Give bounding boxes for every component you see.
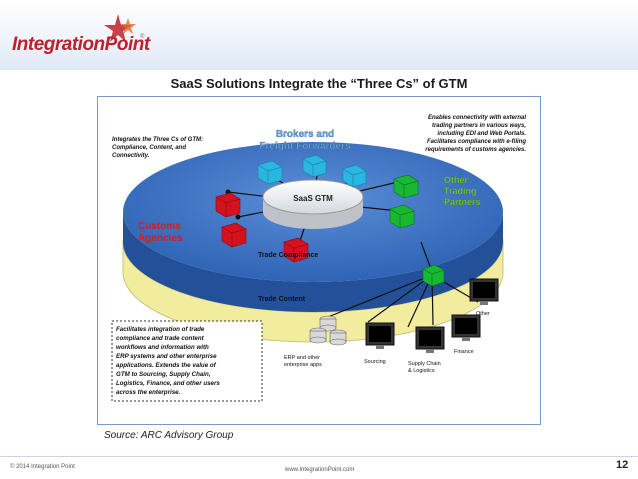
logo-mark-icon xyxy=(104,14,136,42)
svg-text:including EDI and Web Portals.: including EDI and Web Portals. xyxy=(437,131,526,137)
svg-text:across the enterprise.: across the enterprise. xyxy=(116,389,181,396)
top-right-note: Enables connectivity with external tradi… xyxy=(425,115,526,153)
svg-text:Facilitates compliance with e-: Facilitates compliance with e-filing xyxy=(427,139,526,145)
svg-text:Other: Other xyxy=(444,175,469,185)
svg-text:& Logistics: & Logistics xyxy=(408,368,435,374)
bottom-note: Facilitates integration of trade complia… xyxy=(111,320,263,402)
finance-monitor-icon xyxy=(451,314,481,341)
footer-divider xyxy=(0,456,638,457)
customs-cubes xyxy=(215,192,309,263)
svg-text:applications. Extends the val: applications. Extends the value of xyxy=(116,362,217,369)
svg-text:trading partners in various wa: trading partners in various ways, xyxy=(432,123,526,129)
source-caption: Source: ARC Advisory Group xyxy=(104,430,234,441)
svg-text:workflows and information with: workflows and information with xyxy=(116,344,209,351)
top-left-note: Integrates the Three Cs of GTM: Complian… xyxy=(112,137,203,159)
logo-text: IntegrationPoint xyxy=(12,34,150,55)
svg-text:requirements of customs agenci: requirements of customs agencies. xyxy=(425,147,526,153)
copyright-text: © 2014 Integration Point xyxy=(10,464,75,470)
erp-database-icons xyxy=(309,315,347,346)
svg-text:Brokers and: Brokers and xyxy=(276,129,334,140)
brokers-label: Brokers and Freight Forwarders xyxy=(259,129,351,152)
erp-label: ERP and other enterprise apps xyxy=(284,355,322,368)
trade-compliance-label: Trade Compliance xyxy=(258,252,318,259)
trade-content-label: Trade Content xyxy=(258,296,306,303)
hub-label: SaaS GTM xyxy=(293,194,333,203)
supply-chain-monitor-icon xyxy=(415,326,445,353)
other-monitor-icon xyxy=(469,278,499,305)
sourcing-monitor-icon xyxy=(365,322,395,349)
svg-text:GTM to Sourcing, Supply Chain,: GTM to Sourcing, Supply Chain, xyxy=(116,371,211,378)
svg-text:Supply Chain: Supply Chain xyxy=(408,361,441,367)
gtm-diagram: SaaS GTM Trade Compliance Trade Content … xyxy=(111,115,526,402)
broker-cubes xyxy=(257,154,367,188)
finance-label: Finance xyxy=(454,349,474,355)
svg-text:ERP systems and other enterpri: ERP systems and other enterprise xyxy=(116,353,217,360)
svg-text:enterprise apps: enterprise apps xyxy=(284,362,322,368)
svg-text:Trading: Trading xyxy=(444,186,477,196)
page-number: 12 xyxy=(616,459,629,471)
other-label: Other xyxy=(476,311,490,317)
svg-text:Facilitates integration of tra: Facilitates integration of trade xyxy=(116,326,205,333)
website-link[interactable]: www.IntegrationPoint.com xyxy=(285,467,355,473)
saas-gtm-hub: SaaS GTM xyxy=(262,179,364,229)
svg-text:Freight Forwarders: Freight Forwarders xyxy=(259,141,351,152)
integrationpoint-logo: IntegrationPoint ® xyxy=(12,12,150,56)
svg-text:Logistics, Finance, and other: Logistics, Finance, and other users xyxy=(116,380,220,387)
svg-text:Partners: Partners xyxy=(444,197,481,207)
slide-title: SaaS Solutions Integrate the “Three Cs” … xyxy=(170,76,468,91)
diagram-frame: SaaS GTM Trade Compliance Trade Content … xyxy=(97,96,541,425)
svg-text:Connectivity.: Connectivity. xyxy=(112,153,150,159)
svg-text:Compliance, Content, and: Compliance, Content, and xyxy=(112,145,186,151)
supply-chain-label: Supply Chain & Logistics xyxy=(408,361,441,374)
partner-cubes xyxy=(389,174,445,287)
customs-label: Customs Agencies xyxy=(138,221,183,244)
registered-mark: ® xyxy=(140,34,145,40)
svg-text:Agencies: Agencies xyxy=(138,233,183,244)
svg-text:ERP and other: ERP and other xyxy=(284,355,320,361)
other-partners-label: Other Trading Partners xyxy=(444,175,481,207)
sourcing-label: Sourcing xyxy=(364,359,386,365)
svg-text:Enables connectivity with exte: Enables connectivity with external xyxy=(428,115,526,121)
svg-text:compliance and trade content: compliance and trade content xyxy=(116,335,205,342)
svg-text:Customs: Customs xyxy=(138,221,181,232)
svg-text:Integrates the Three Cs of GTM: Integrates the Three Cs of GTM: xyxy=(112,137,203,143)
slide-header: IntegrationPoint ® xyxy=(0,0,638,70)
